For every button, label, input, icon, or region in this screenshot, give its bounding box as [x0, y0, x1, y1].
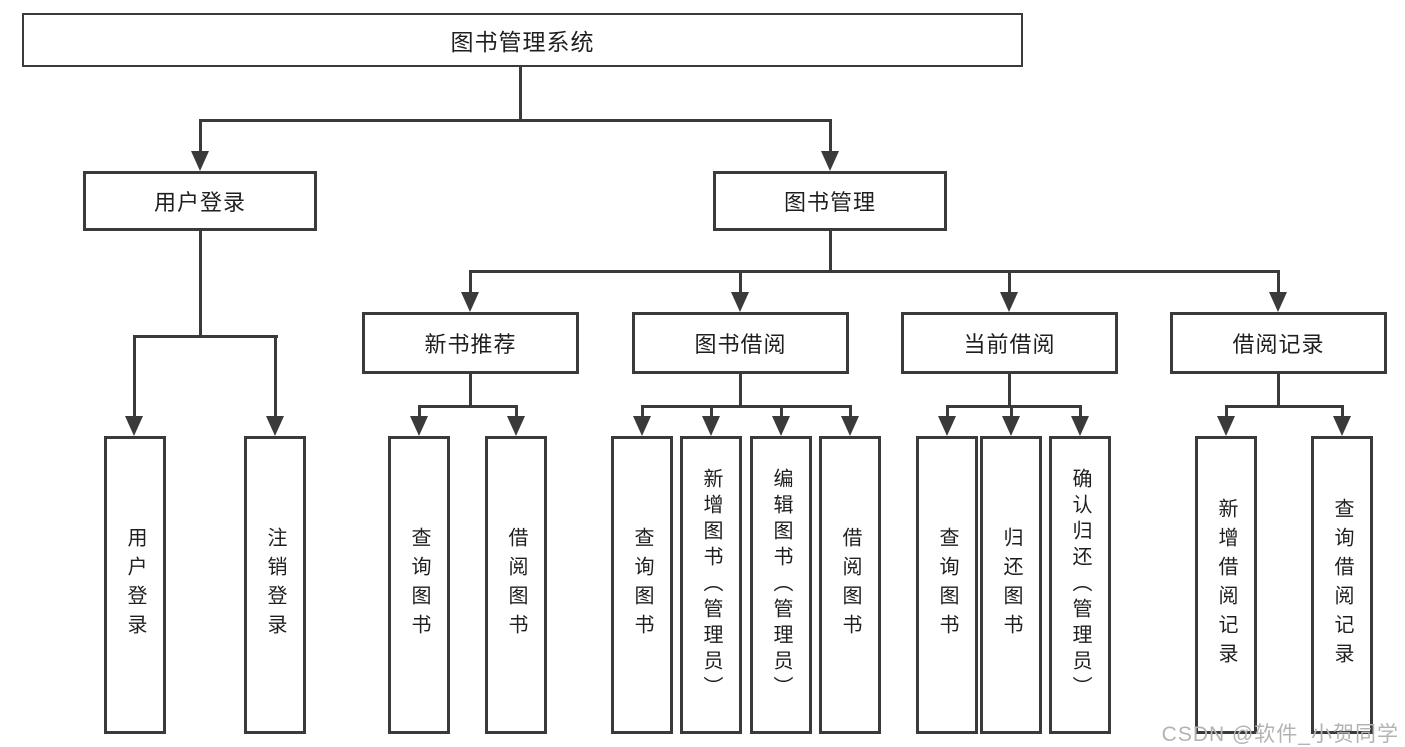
arrow-down-icon	[938, 416, 956, 436]
node-user-login: 用户登录	[83, 171, 317, 231]
node-label: 新增图书（管理员）	[700, 468, 722, 702]
connector-line	[418, 405, 421, 419]
leaf-user-login: 用户登录	[104, 436, 166, 734]
node-new-book-recommendation: 新书推荐	[362, 312, 579, 374]
leaf-query-books-current: 查询图书	[916, 436, 978, 734]
connector-line	[739, 374, 742, 408]
leaf-borrow-books-recommend: 借阅图书	[485, 436, 547, 734]
connector-line	[710, 405, 713, 419]
leaf-add-books-admin: 新增图书（管理员）	[680, 436, 742, 734]
connector-line	[739, 270, 742, 295]
connector-line	[1010, 405, 1013, 419]
arrow-down-icon	[1071, 416, 1089, 436]
node-label: 查询图书	[936, 527, 958, 643]
connector-line	[1008, 374, 1011, 408]
node-label: 图书管理	[783, 190, 876, 215]
connector-line	[133, 335, 278, 338]
node-label: 新增借阅记录	[1215, 498, 1237, 672]
connector-line	[1008, 270, 1011, 295]
arrow-down-icon	[841, 416, 859, 436]
node-label: 查询图书	[408, 527, 430, 643]
arrow-down-icon	[507, 416, 525, 436]
connector-line	[1225, 405, 1228, 419]
arrow-down-icon	[1000, 292, 1018, 312]
node-label: 借阅记录	[1232, 332, 1325, 357]
leaf-query-books-borrowing: 查询图书	[611, 436, 673, 734]
connector-line	[946, 405, 1082, 408]
arrow-down-icon	[821, 151, 839, 171]
arrow-down-icon	[1002, 416, 1020, 436]
node-label: 用户登录	[153, 190, 246, 215]
arrow-down-icon	[461, 292, 479, 312]
node-current-borrowing: 当前借阅	[901, 312, 1118, 374]
arrow-down-icon	[1333, 416, 1351, 436]
connector-line	[199, 119, 832, 122]
node-library-management-system: 图书管理系统	[22, 13, 1023, 67]
connector-line	[641, 405, 852, 408]
leaf-logout: 注销登录	[244, 436, 306, 734]
arrow-down-icon	[1269, 292, 1287, 312]
node-label: 图书借阅	[694, 332, 787, 357]
connector-line	[829, 231, 832, 273]
arrow-down-icon	[772, 416, 790, 436]
node-label: 查询借阅记录	[1331, 498, 1353, 672]
connector-line	[199, 231, 202, 338]
connector-line	[133, 335, 136, 417]
connector-line	[1341, 405, 1344, 419]
node-borrowing-records: 借阅记录	[1170, 312, 1387, 374]
arrow-down-icon	[1217, 416, 1235, 436]
leaf-edit-books-admin: 编辑图书（管理员）	[750, 436, 812, 734]
node-label: 注销登录	[264, 527, 286, 643]
leaf-return-books: 归还图书	[980, 436, 1042, 734]
connector-line	[780, 405, 783, 419]
arrow-down-icon	[125, 416, 143, 436]
leaf-borrow-books-borrowing: 借阅图书	[819, 436, 881, 734]
connector-line	[469, 270, 472, 295]
connector-line	[946, 405, 949, 419]
leaf-add-borrow-record: 新增借阅记录	[1195, 436, 1257, 734]
node-label: 借阅图书	[839, 527, 861, 643]
connector-line	[829, 119, 832, 156]
arrow-down-icon	[191, 151, 209, 171]
connector-line	[849, 405, 852, 419]
csdn-watermark: CSDN @软件_小贺同学	[1161, 723, 1399, 746]
arrow-down-icon	[702, 416, 720, 436]
node-label: 当前借阅	[963, 332, 1056, 357]
connector-line	[469, 374, 472, 408]
connector-line	[274, 335, 277, 417]
node-label: 确认归还（管理员）	[1069, 468, 1091, 702]
connector-line	[641, 405, 644, 419]
connector-line	[1277, 374, 1280, 408]
arrow-down-icon	[633, 416, 651, 436]
connector-line	[515, 405, 518, 419]
node-label: 查询图书	[631, 527, 653, 643]
arrow-down-icon	[266, 416, 284, 436]
connector-line	[1079, 405, 1082, 419]
leaf-query-borrow-record: 查询借阅记录	[1311, 436, 1373, 734]
node-label: 用户登录	[124, 527, 146, 643]
connector-line	[1277, 270, 1280, 295]
node-book-borrowing: 图书借阅	[632, 312, 849, 374]
node-label: 新书推荐	[424, 332, 517, 357]
connector-line	[469, 270, 1280, 273]
node-label: 编辑图书（管理员）	[770, 468, 792, 702]
node-label: 借阅图书	[505, 527, 527, 643]
arrow-down-icon	[410, 416, 428, 436]
node-label: 归还图书	[1000, 527, 1022, 643]
leaf-confirm-return-admin: 确认归还（管理员）	[1049, 436, 1111, 734]
node-book-management: 图书管理	[713, 171, 947, 231]
connector-line	[1225, 405, 1344, 408]
arrow-down-icon	[731, 292, 749, 312]
node-label: 图书管理系统	[450, 29, 595, 55]
leaf-query-books-recommend: 查询图书	[388, 436, 450, 734]
connector-line	[199, 119, 202, 156]
connector-line	[418, 405, 518, 408]
connector-line	[519, 67, 522, 121]
